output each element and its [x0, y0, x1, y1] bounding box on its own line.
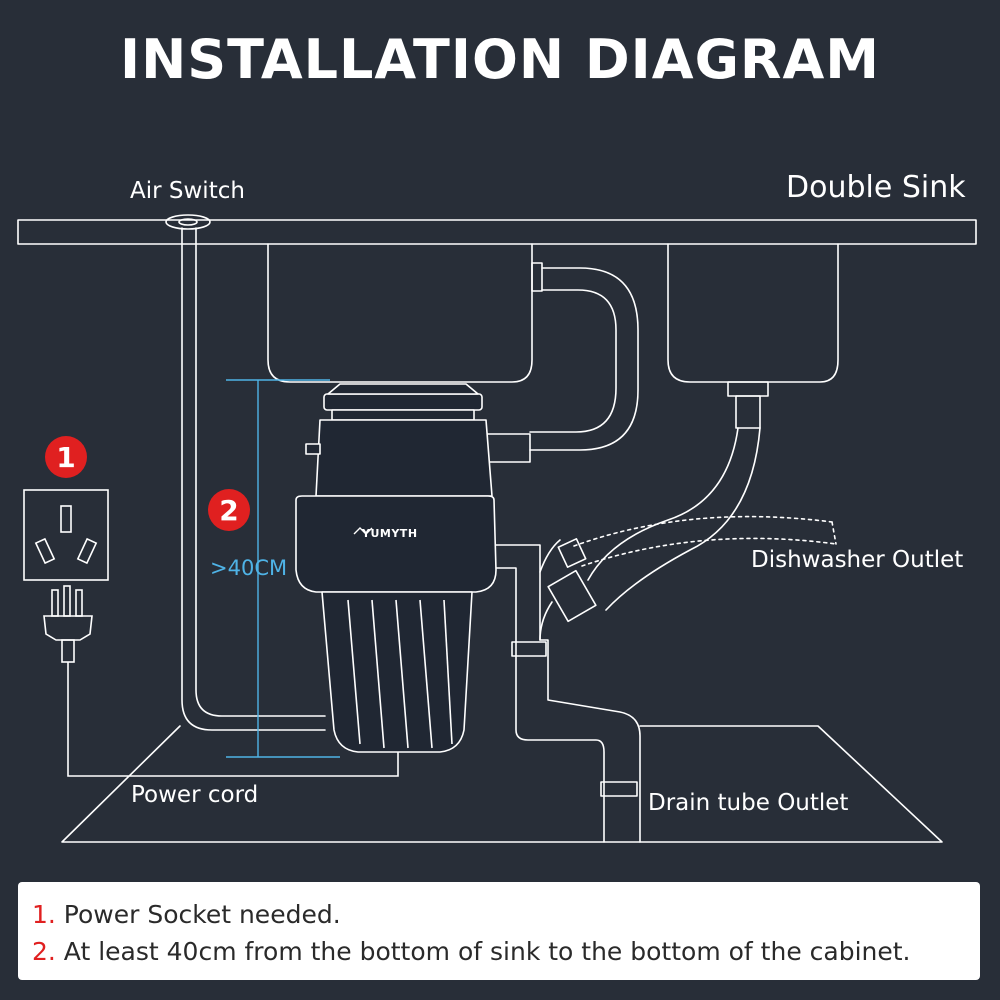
- right-sink-bowl: [667, 243, 839, 383]
- power-cord-line: [67, 662, 399, 777]
- marker-2-badge: 2: [208, 489, 250, 531]
- overflow-hose: [529, 267, 639, 451]
- countertop: [17, 219, 977, 245]
- left-sink-bowl: [267, 243, 533, 383]
- dishwasher-outlet-label: Dishwasher Outlet: [751, 547, 964, 573]
- brand-label: YUMYTH: [362, 527, 418, 540]
- drain-pipe: [483, 544, 641, 843]
- double-sink-label: Double Sink: [786, 170, 966, 205]
- air-switch-button: [165, 214, 211, 230]
- cabinet-floor: [61, 725, 943, 843]
- garbage-disposer: [295, 383, 497, 753]
- air-switch-label: Air Switch: [130, 178, 245, 204]
- dishwasher-hose-dashed: [573, 515, 833, 547]
- drain-coupling-lower: [600, 781, 638, 797]
- note-item: 2. At least 40cm from the bottom of sink…: [32, 933, 966, 970]
- note-number: 1.: [32, 900, 56, 929]
- notes-box: 1. Power Socket needed. 2. At least 40cm…: [18, 882, 980, 980]
- power-socket-icon: [23, 489, 109, 581]
- distance-dimension: [226, 379, 340, 758]
- air-tube: [181, 227, 326, 731]
- note-item: 1. Power Socket needed.: [32, 896, 966, 933]
- drain-tube-outlet-label: Drain tube Outlet: [648, 790, 849, 816]
- marker-1-badge: 1: [45, 436, 87, 478]
- note-text: At least 40cm from the bottom of sink to…: [55, 937, 911, 966]
- power-plug-icon: [43, 585, 399, 777]
- right-sink-hose: [587, 427, 739, 581]
- drain-coupling-upper: [511, 641, 547, 657]
- note-number: 2.: [32, 937, 56, 966]
- power-cord-label: Power cord: [131, 782, 259, 808]
- yumyth-logo-icon: [353, 527, 373, 535]
- note-text: Power Socket needed.: [55, 900, 341, 929]
- distance-label: >40CM: [210, 556, 288, 580]
- page-title: INSTALLATION DIAGRAM: [120, 28, 880, 91]
